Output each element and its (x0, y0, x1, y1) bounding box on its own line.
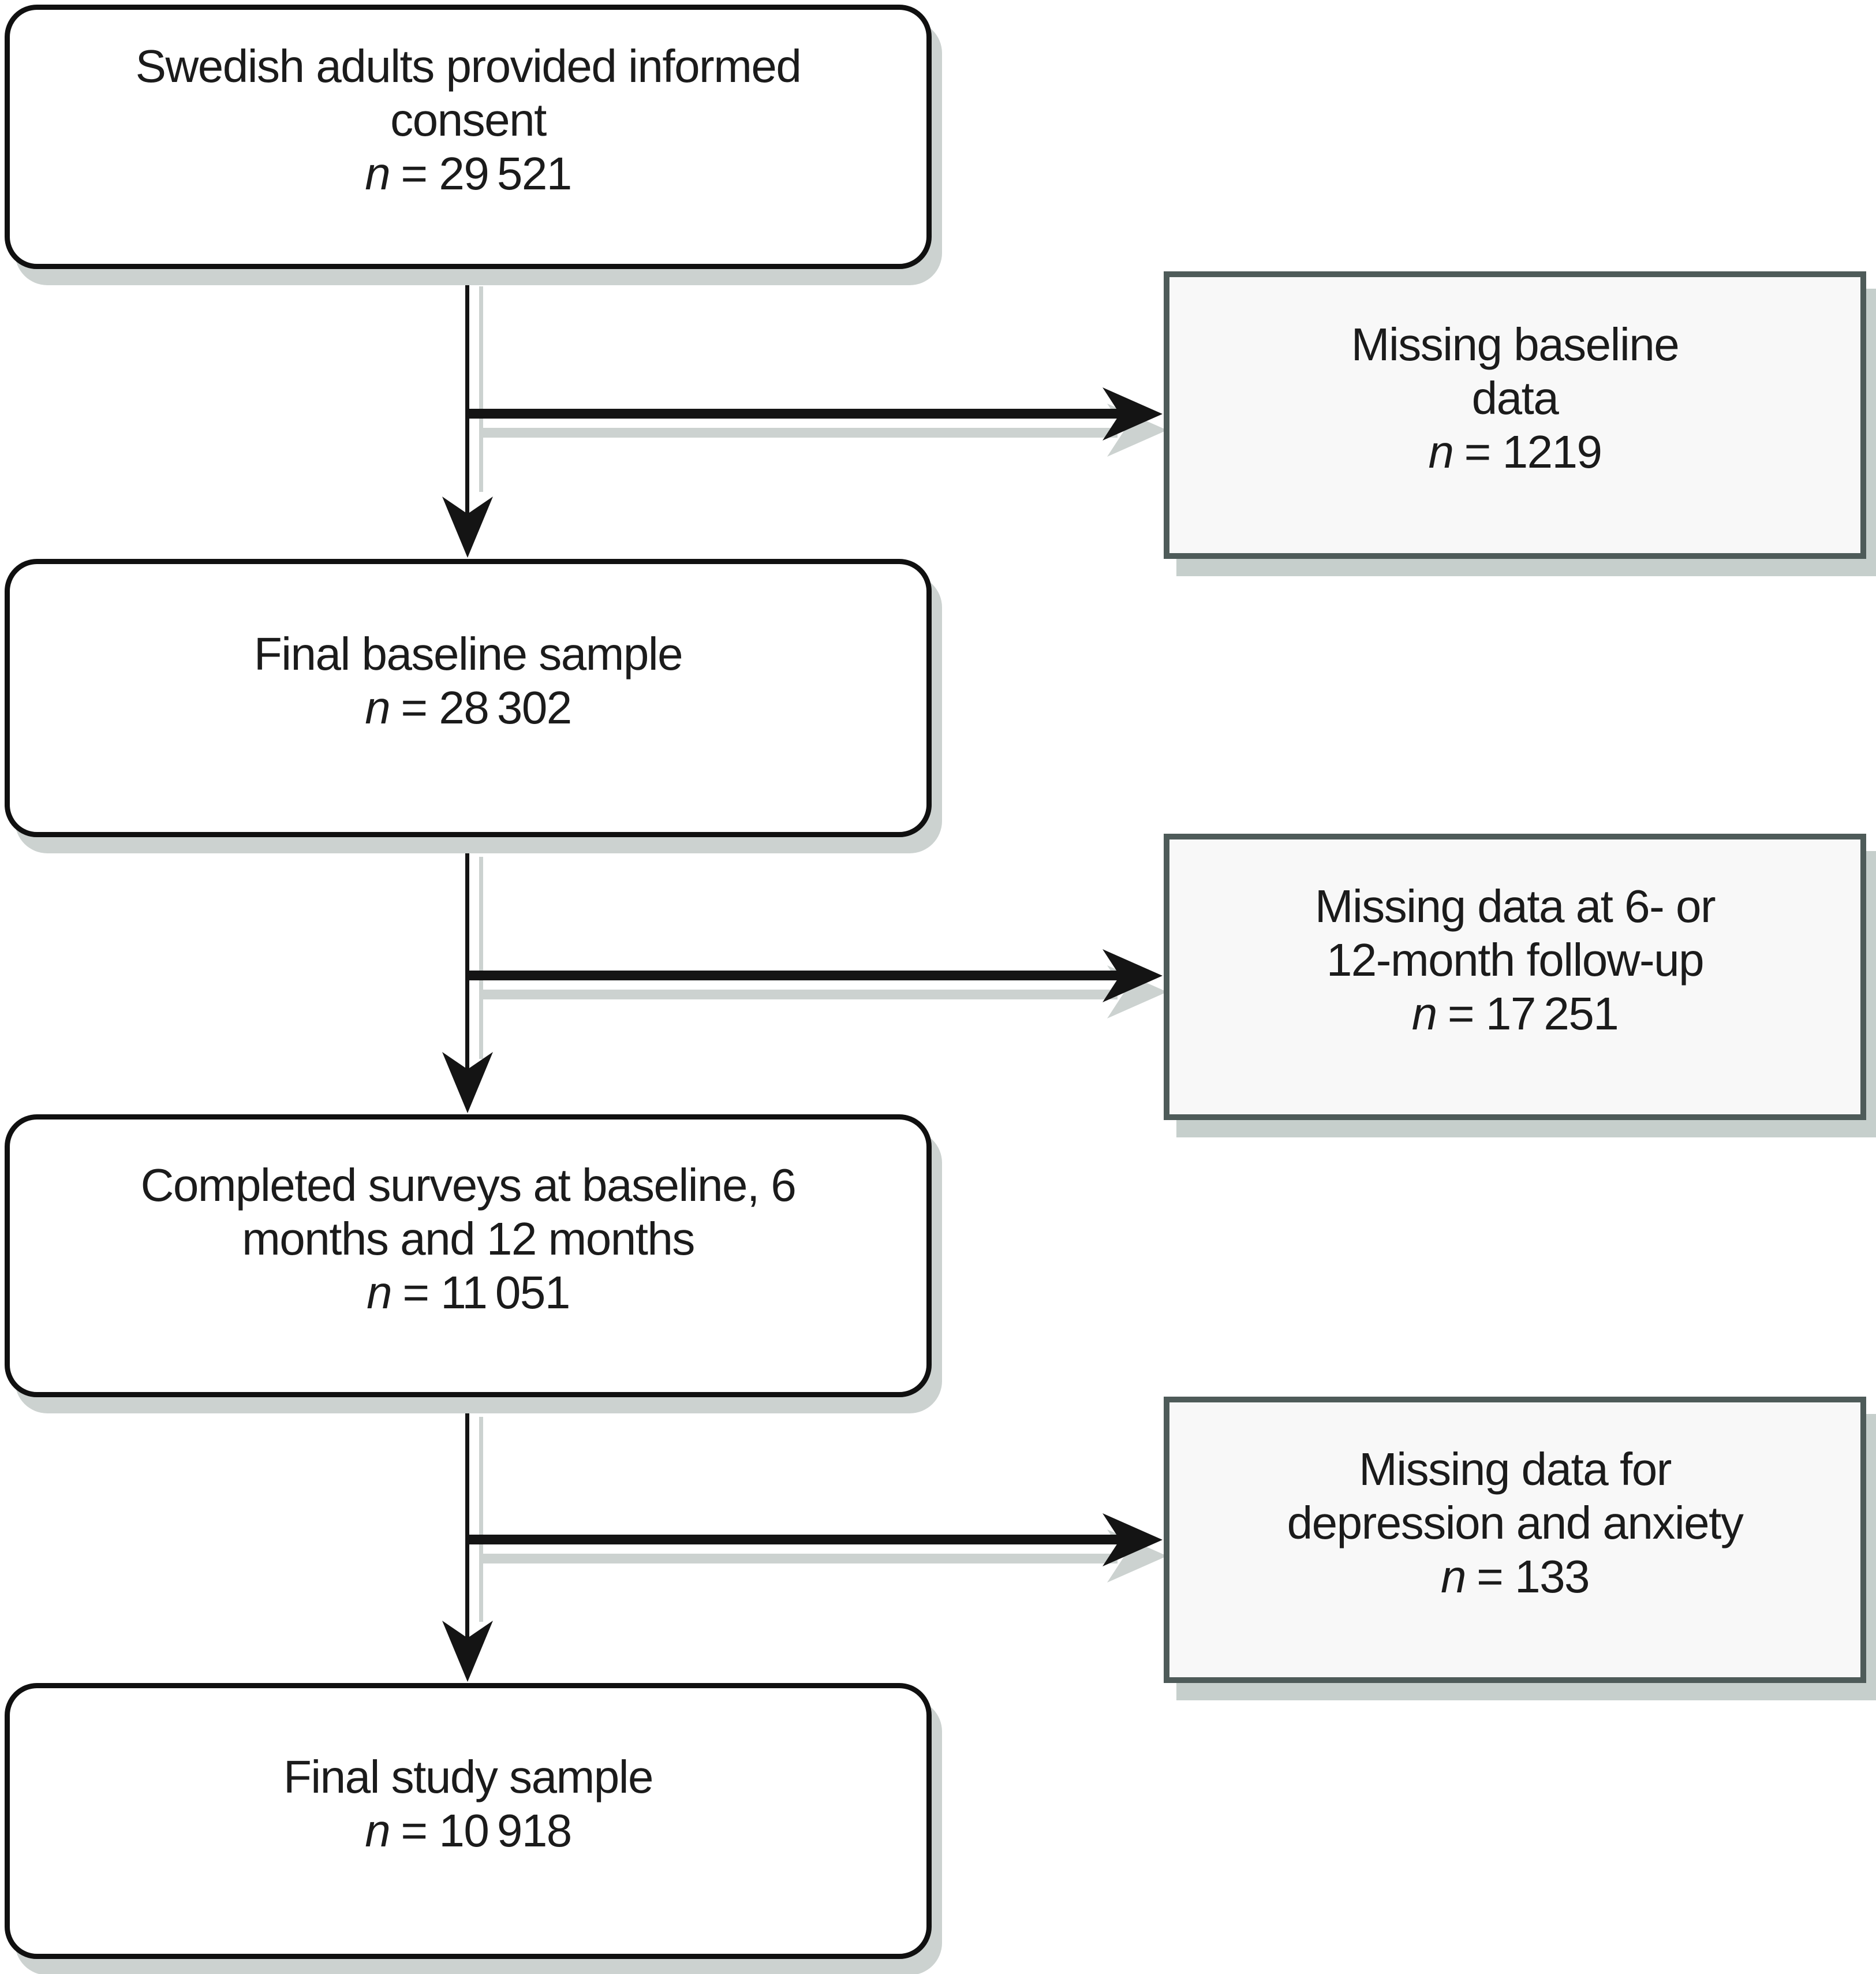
box-text: Missing data for depression and anxiety (1287, 1443, 1744, 1548)
arrow-down-icon (442, 1621, 493, 1682)
connector-lines (442, 264, 1163, 1682)
box-n-count: n= 1219 (1428, 425, 1602, 479)
n-value: = 133 (1477, 1550, 1590, 1602)
box-n-count: n= 11 051 (367, 1266, 570, 1319)
n-value: = 10 918 (401, 1805, 572, 1856)
arrow-down-icon (442, 1052, 493, 1113)
n-value: = 29 521 (401, 147, 572, 199)
connector-shadows (479, 286, 1167, 1622)
arrow-right-icon (1103, 387, 1163, 441)
flow-box-baseline-sample: Final baseline sample n= 28 302 (5, 559, 932, 837)
box-text: Completed surveys at baseline, 6 months … (140, 1159, 797, 1264)
box-text: Final baseline sample (253, 628, 683, 680)
n-symbol: n (1428, 426, 1454, 477)
box-text: Final study sample (283, 1751, 653, 1803)
box-n-count: n= 29 521 (365, 147, 572, 200)
exclusion-box-missing-depression-anxiety: Missing data for depression and anxiety … (1164, 1397, 1866, 1683)
box-n-count: n= 17 251 (1412, 987, 1619, 1040)
n-symbol: n (365, 682, 391, 733)
n-value: = 11 051 (402, 1266, 570, 1318)
arrow-right-icon (1103, 949, 1163, 1002)
flow-box-final-sample: Final study sample n= 10 918 (5, 1683, 932, 1959)
n-value: = 1219 (1464, 426, 1602, 477)
n-symbol: n (1440, 1550, 1467, 1602)
n-value: = 28 302 (401, 682, 572, 733)
box-n-count: n= 28 302 (365, 681, 572, 734)
n-value: = 17 251 (1447, 987, 1619, 1039)
n-symbol: n (365, 1805, 391, 1856)
box-text: Missing data at 6- or 12-month follow-up (1314, 880, 1716, 986)
exclusion-box-missing-baseline: Missing baseline data n= 1219 (1164, 271, 1866, 559)
box-text: Swedish adults provided informed consent (135, 40, 802, 145)
exclusion-box-missing-followup: Missing data at 6- or 12-month follow-up… (1164, 834, 1866, 1120)
box-n-count: n= 10 918 (365, 1804, 572, 1857)
flow-box-completed-surveys: Completed surveys at baseline, 6 months … (5, 1114, 932, 1397)
arrow-down-icon (442, 497, 493, 558)
n-symbol: n (1411, 987, 1438, 1039)
box-text: Missing baseline data (1351, 318, 1680, 424)
flow-box-consent: Swedish adults provided informed consent… (5, 5, 932, 269)
n-symbol: n (365, 147, 391, 199)
n-symbol: n (367, 1266, 393, 1318)
arrow-right-icon (1103, 1513, 1163, 1566)
box-n-count: n= 133 (1440, 1550, 1590, 1603)
